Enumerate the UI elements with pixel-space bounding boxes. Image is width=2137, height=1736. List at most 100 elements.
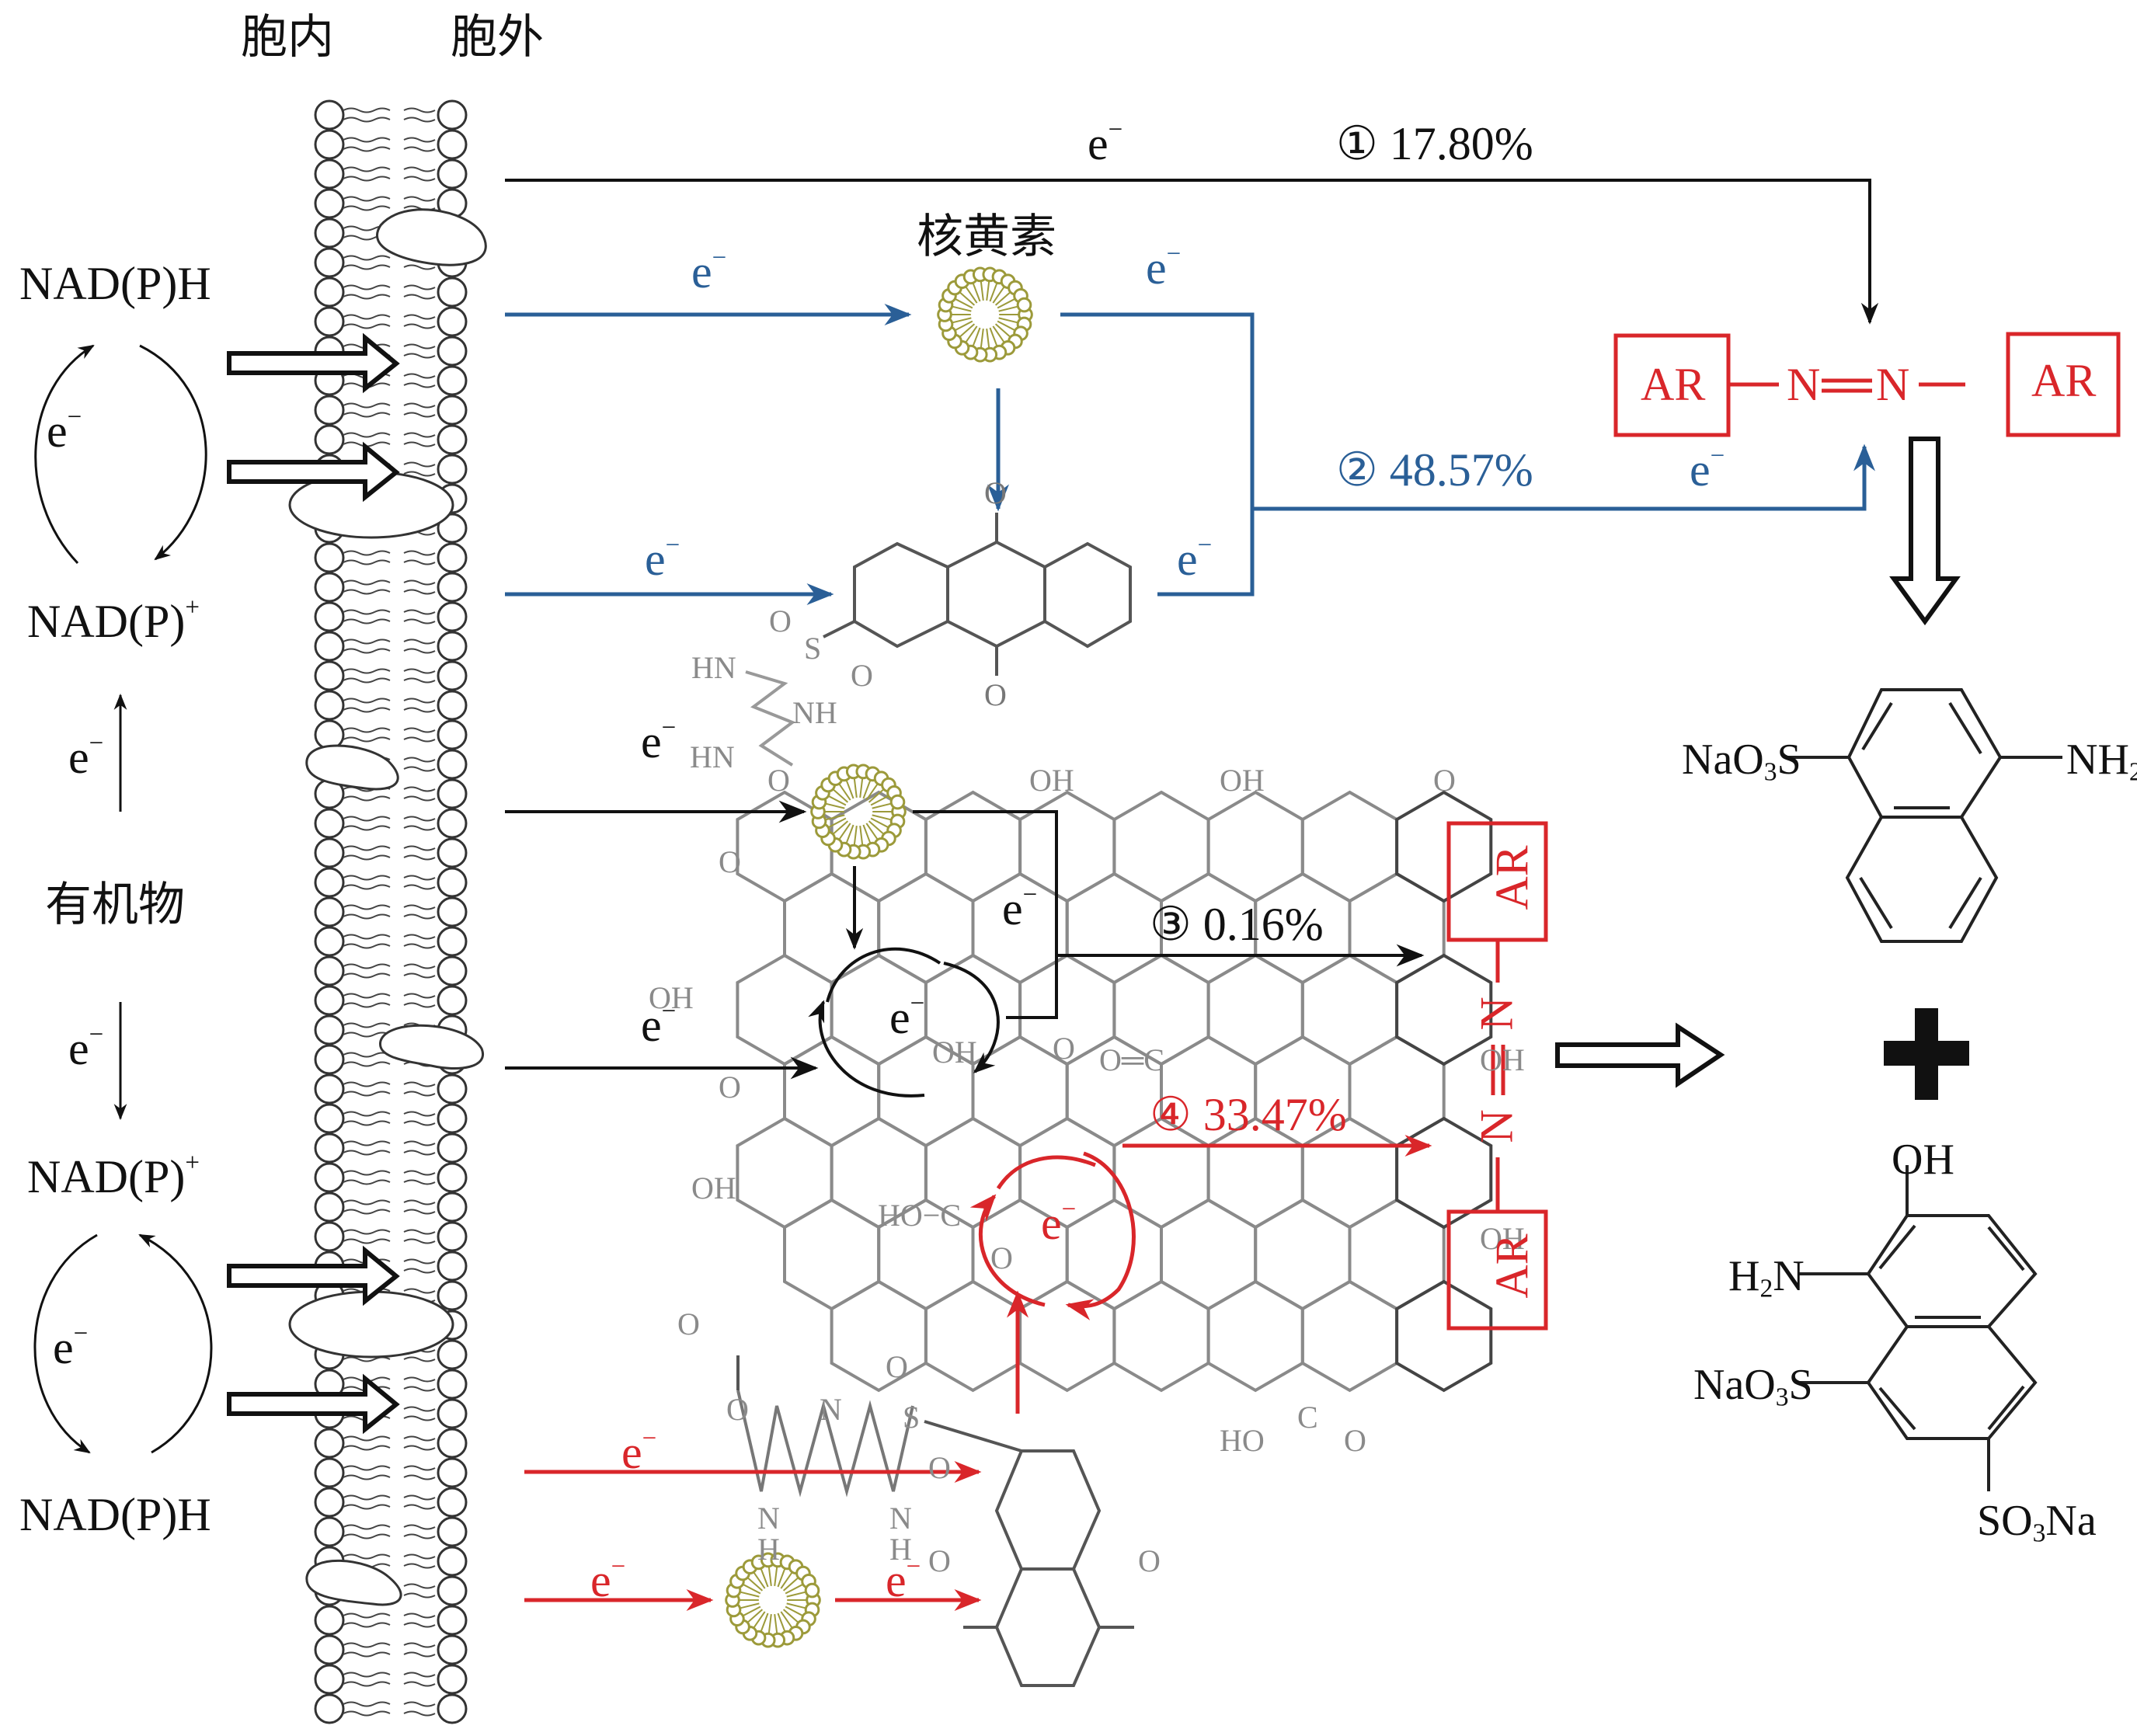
pathway-1-label: ① 17.80% <box>1336 120 1533 167</box>
chem-text: SO <box>1977 1497 2033 1545</box>
lipid-head <box>437 1339 468 1370</box>
electron-label-red-cycle: e− <box>1041 1196 1076 1247</box>
graphene-oh: OH <box>1480 1042 1525 1077</box>
hollow-arrow-icon <box>227 441 400 503</box>
inner-bond <box>1987 1385 2025 1431</box>
chem-sub: 3 <box>2032 1519 2046 1548</box>
micelle-tail <box>740 1591 760 1598</box>
lipid-tail <box>343 618 436 624</box>
graphene-oh: OH <box>1029 763 1074 798</box>
pathway-4-label: ④ 33.47% <box>1150 1091 1347 1138</box>
graphene-hexagon <box>1395 1279 1493 1393</box>
lipid-tail <box>343 196 436 202</box>
plus-icon <box>1884 1008 1969 1100</box>
lipid-head <box>314 867 345 898</box>
hollow-arrow-right-icon <box>1555 1022 1725 1088</box>
micelle-tail <box>952 305 972 312</box>
graphene-hexagon <box>1206 953 1304 1066</box>
linker-n: N <box>889 1501 912 1536</box>
electron-label-blue: e− <box>691 245 726 295</box>
lipid-tail <box>343 825 436 831</box>
lipid-tail <box>343 412 436 418</box>
chem-text: S <box>1788 1361 1813 1409</box>
lipid-head <box>437 1073 468 1105</box>
lipid-head <box>437 867 468 898</box>
ring <box>1845 816 1999 943</box>
inner-bond <box>1878 1386 1916 1431</box>
micelle-tail <box>865 823 879 840</box>
lipid-head <box>437 1132 468 1164</box>
lipid-head <box>437 1221 468 1252</box>
lipid-head <box>314 1162 345 1193</box>
aq-ring <box>994 1449 1102 1571</box>
cycle-arrow-red <box>969 1194 1046 1307</box>
micelle-tail <box>777 1612 786 1632</box>
lipid-head <box>437 513 468 544</box>
graphene-hexagon <box>1065 871 1163 985</box>
lipid-tail <box>343 845 436 851</box>
lipid-head <box>314 542 345 573</box>
lipid-head <box>437 985 468 1016</box>
aq-ring <box>1043 541 1132 649</box>
lipid-head <box>314 1693 345 1724</box>
electron-e: e <box>1146 242 1167 294</box>
nadp-text: NAD(P) <box>27 596 186 647</box>
electron-e: e <box>641 1000 662 1051</box>
graphene-hexagon <box>1395 790 1493 903</box>
hollow-arrows-membrane <box>227 332 1961 1435</box>
cycle-arrow <box>34 344 95 565</box>
lipid-head <box>314 1103 345 1134</box>
riboflavin-micelles <box>725 266 1033 1648</box>
graphene-hexagon <box>1206 790 1304 903</box>
lipid-head <box>437 572 468 603</box>
graphene-oh: OH <box>649 980 694 1015</box>
electron-e: e <box>889 992 910 1043</box>
graphene-hexagon <box>1300 953 1399 1066</box>
electron-label-red: e− <box>590 1553 625 1604</box>
micelle-tail <box>862 824 872 844</box>
graphene-hexagon <box>1018 1279 1116 1393</box>
micelle-tail <box>986 281 990 301</box>
membrane-protein <box>305 1559 402 1606</box>
anthraquinone-molecule-bottom <box>736 1355 1134 1687</box>
lipid-tail <box>343 943 436 949</box>
pathway-1-arrow <box>505 179 1879 325</box>
graphene-hexagon <box>1395 953 1493 1066</box>
azo-ar-vertical-bottom: AR <box>1486 1233 1538 1299</box>
azo-n1: N <box>1787 359 1821 410</box>
product-1-molecule <box>1787 688 2062 943</box>
aq-chain <box>745 670 796 767</box>
lipid-head <box>437 808 468 839</box>
lipid-tail <box>343 1238 436 1244</box>
lipid-head <box>437 1664 468 1695</box>
pathway-3-lines <box>505 800 1425 1098</box>
micelle-tail <box>845 780 854 799</box>
carboxyl-ho: HO <box>1220 1423 1265 1458</box>
lipid-head <box>437 837 468 868</box>
micelle-tail <box>853 778 858 798</box>
lipid-tail <box>343 432 436 438</box>
lipid-head <box>437 1103 468 1134</box>
micelle-tail <box>845 824 854 844</box>
micelle-tail <box>767 1613 772 1633</box>
lipid-head <box>314 1192 345 1223</box>
pathway-3-label: ③ 0.16% <box>1150 901 1324 948</box>
lipid-head <box>437 424 468 455</box>
lipid-tail <box>343 934 436 940</box>
graphene-hexagon <box>1112 1279 1210 1393</box>
micelle-tail <box>959 323 976 338</box>
micelle-tail <box>785 1606 803 1616</box>
lipid-head <box>437 719 468 750</box>
lipid-head <box>314 1457 345 1488</box>
pathway-marker: ① <box>1336 118 1378 169</box>
graphene-hexagon <box>1206 1279 1304 1393</box>
aq-ring <box>994 1567 1102 1687</box>
lipid-tail <box>343 854 436 861</box>
linker-chain <box>736 1390 914 1498</box>
lipid-head <box>314 690 345 721</box>
label-nadph-bottom: NAD(P)H <box>19 1489 211 1540</box>
lipid-tail <box>343 677 436 684</box>
lipid-tail <box>343 382 436 388</box>
lipid-head <box>314 217 345 249</box>
electron-label-blue: e− <box>1146 241 1181 294</box>
